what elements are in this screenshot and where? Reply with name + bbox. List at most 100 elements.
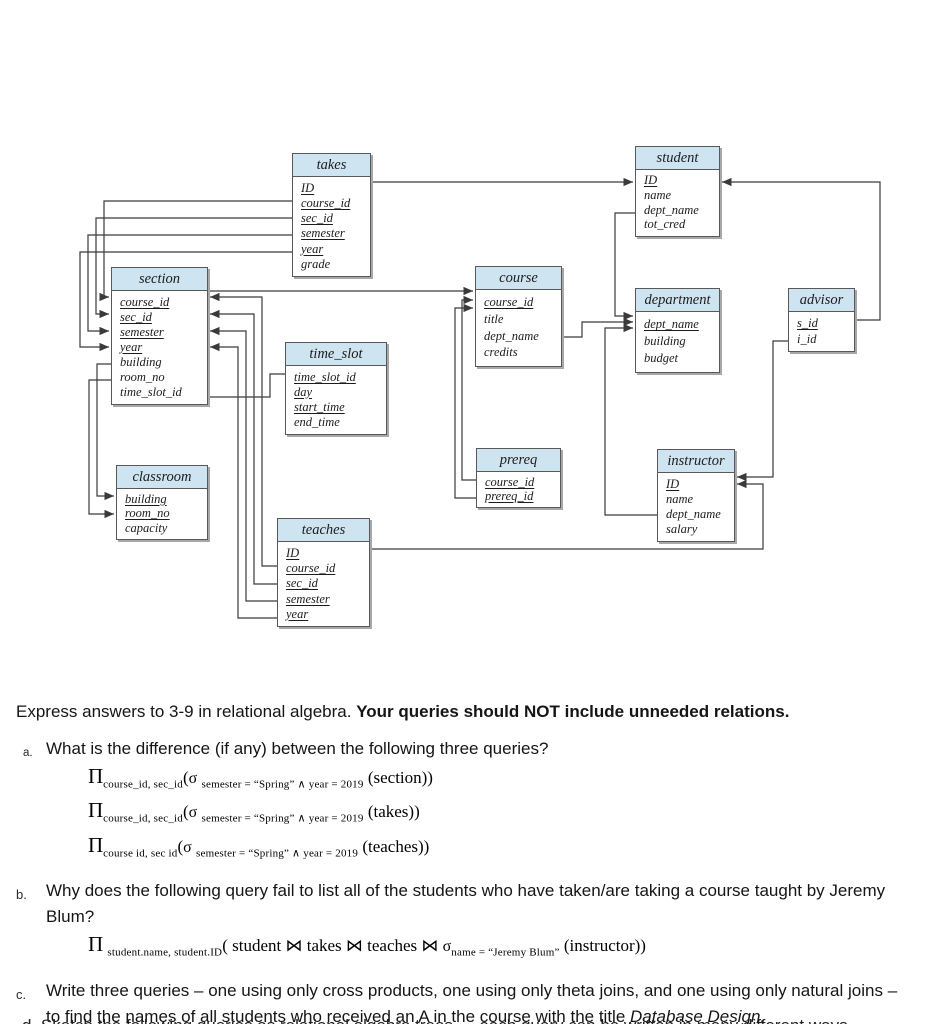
table-title-takes: takes (293, 154, 370, 177)
attribute-title: title (484, 311, 504, 326)
attribute-grade: grade (301, 256, 331, 271)
attribute-sec-id: sec_id (301, 211, 333, 226)
attribute-dept-name: dept_name (644, 202, 699, 217)
attribute-prereq-id: prereq_id (485, 488, 534, 503)
table-title-section: section (112, 268, 207, 291)
relation-link (96, 363, 114, 501)
relation-link (208, 373, 285, 398)
relation-link (79, 251, 292, 352)
table-title-instructor: instructor (658, 450, 734, 473)
relation-link (737, 340, 788, 482)
attribute-sec-id: sec_id (120, 309, 152, 324)
attribute-semester: semester (301, 226, 345, 241)
formula-takes: Πcourse_id, sec_id(σ semester = “Spring”… (88, 798, 420, 825)
relation-link (604, 323, 657, 516)
relation-link (370, 479, 764, 550)
question-c-italic-title: Database Design. (630, 1006, 766, 1024)
table-title-department: department (636, 289, 719, 312)
question-c-normal: Write three queries – one using only cro… (46, 980, 898, 1024)
question-b-marker: b. (16, 887, 27, 903)
instruction-bold: Your queries should NOT include unneeded… (356, 702, 790, 721)
relation-link (95, 217, 292, 319)
attribute-start-time: start_time (294, 399, 345, 414)
attribute-day: day (294, 384, 313, 399)
relation-link (722, 177, 881, 321)
attribute-name: name (644, 187, 672, 202)
attribute-name: name (666, 491, 694, 506)
instruction-normal: Express answers to 3-9 in relational alg… (16, 702, 352, 721)
attribute-id: ID (644, 173, 658, 188)
formula-jeremy-blum: Π student.name, student.ID( student ⋈ ta… (88, 932, 646, 959)
attribute-salary: salary (666, 521, 698, 536)
relation-link (210, 292, 277, 567)
table-title-advisor: advisor (789, 289, 854, 312)
question-a: a. What is the difference (if any) betwe… (16, 736, 908, 871)
attribute-id: ID (666, 476, 680, 491)
attribute-credits: credits (484, 345, 518, 360)
question-b-formulas: Π student.name, student.ID( student ⋈ ta… (88, 931, 908, 965)
attribute-end-time: end_time (294, 414, 340, 429)
schema-links-canvas (79, 177, 881, 619)
question-c: c. Write three queries – one using only … (16, 978, 908, 1024)
attribute-capacity: capacity (125, 520, 168, 535)
attribute-year: year (286, 606, 309, 621)
attribute-semester: semester (120, 324, 164, 339)
attribute-dept-name: dept_name (484, 328, 539, 343)
relation-link (99, 200, 292, 302)
formula-section: Πcourse_id, sec_id(σ semester = “Spring”… (88, 764, 433, 791)
question-c-text: Write three queries – one using only cro… (46, 978, 908, 1024)
attribute-s-id: s_id (797, 316, 818, 330)
table-title-classroom: classroom (117, 466, 207, 489)
table-title-teaches: teaches (278, 519, 369, 542)
attribute-course-id: course_id (286, 561, 336, 575)
relation-link (454, 303, 476, 499)
attribute-id: ID (286, 545, 300, 560)
clipped-bottom-line: d. Sketch the following queries as relat… (22, 1013, 914, 1024)
attribute-course-id: course_id (120, 294, 170, 309)
relation-link (88, 379, 114, 519)
table-title-student: student (636, 147, 719, 170)
attribute-budget: budget (644, 351, 679, 366)
attribute-course-id: course_id (484, 295, 534, 310)
relation-link (210, 326, 277, 602)
relation-link (210, 309, 277, 585)
relation-link (562, 317, 633, 338)
attribute-course-id: course_id (301, 195, 351, 210)
attribute-building: building (644, 334, 686, 349)
attribute-time-slot-id: time_slot_id (120, 384, 182, 399)
attribute-sec-id: sec_id (286, 576, 318, 591)
table-title-course: course (476, 267, 561, 290)
table-title-prereq: prereq (477, 449, 560, 472)
question-a-text: What is the difference (if any) between … (46, 739, 549, 758)
attribute-course-id: course_id (485, 474, 535, 489)
question-b: b. Why does the following query fail to … (16, 878, 908, 970)
table-title-time_slot: time_slot (286, 343, 386, 366)
attribute-i-id: i_id (797, 331, 817, 346)
instruction-text: Express answers to 3-9 in relational alg… (16, 699, 908, 725)
attribute-dept-name: dept_name (666, 506, 721, 521)
question-a-marker: a. (23, 747, 33, 759)
relation-link (614, 212, 635, 321)
attribute-building: building (120, 354, 162, 369)
attribute-year: year (120, 339, 143, 354)
attribute-room-no: room_no (125, 506, 170, 521)
formula-teaches: Πcourse id, sec id(σ semester = “Spring”… (88, 832, 430, 860)
attribute-time-slot-id: time_slot_id (294, 369, 356, 384)
